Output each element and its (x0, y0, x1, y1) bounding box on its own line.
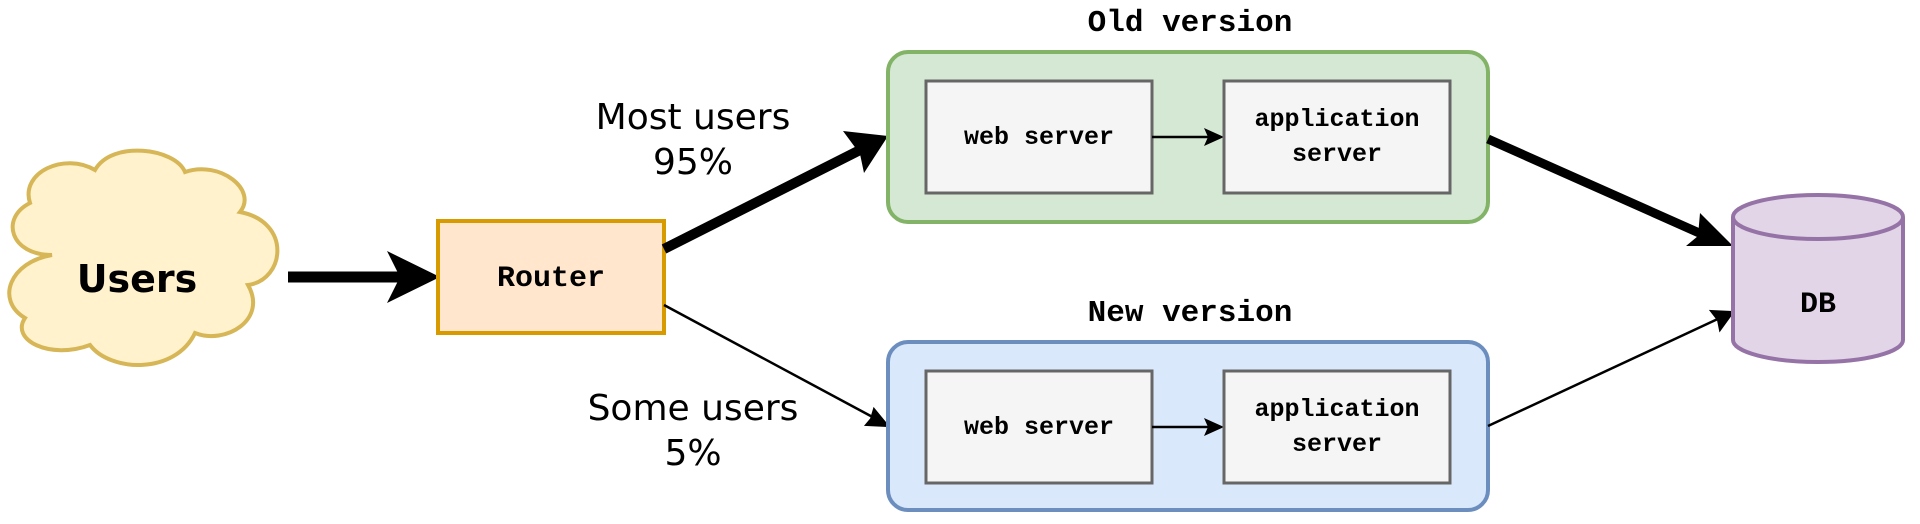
users-label: Users (77, 257, 198, 301)
new-web-to-app-arrowhead (1204, 418, 1224, 436)
some-users-percent: 5% (664, 433, 721, 474)
db-label: DB (1800, 288, 1836, 322)
old-to-db-arrow (1486, 134, 1708, 241)
old-web-to-app-arrowhead (1204, 128, 1224, 146)
old-app-server-box (1222, 79, 1452, 195)
users-cloud-shape (7, 148, 280, 367)
router-box (436, 219, 666, 335)
users-to-router-arrowhead (387, 251, 440, 303)
new-app-server-label-line2: server (1292, 430, 1382, 459)
new-to-db-arrow (1487, 315, 1723, 428)
new-version-title: New version (1088, 296, 1293, 331)
old-app-server-label-line1: application (1254, 105, 1419, 134)
router-node: Router (436, 219, 666, 335)
router-to-old-arrow (661, 144, 865, 254)
new-app-server-box (1222, 369, 1452, 485)
most-users-percent: 95% (653, 142, 733, 183)
old-version-group: Old version web server application serve… (886, 6, 1490, 224)
new-web-server-box (924, 369, 1154, 485)
old-app-server-label-line2: server (1292, 140, 1382, 169)
new-to-db-arrowhead (1708, 309, 1735, 333)
router-to-old-arrowhead (843, 131, 888, 173)
old-to-db-arrowhead (1686, 213, 1733, 246)
old-web-server-label: web server (964, 123, 1114, 152)
router-label: Router (497, 262, 605, 296)
old-web-server-box (924, 79, 1154, 195)
db-node: DB (1731, 193, 1905, 364)
router-to-new-arrow (663, 303, 881, 423)
users-node: Users (7, 148, 280, 367)
db-cylinder-top (1731, 193, 1905, 241)
new-version-group: New version web server application serve… (886, 296, 1490, 512)
most-users-label: Most users (596, 97, 791, 138)
old-version-title: Old version (1088, 6, 1293, 41)
new-web-server-label: web server (964, 413, 1114, 442)
new-app-server-label-line1: application (1254, 395, 1419, 424)
db-cylinder-body (1731, 217, 1905, 364)
router-to-new-arrowhead (863, 406, 891, 428)
some-users-label: Some users (588, 388, 799, 429)
